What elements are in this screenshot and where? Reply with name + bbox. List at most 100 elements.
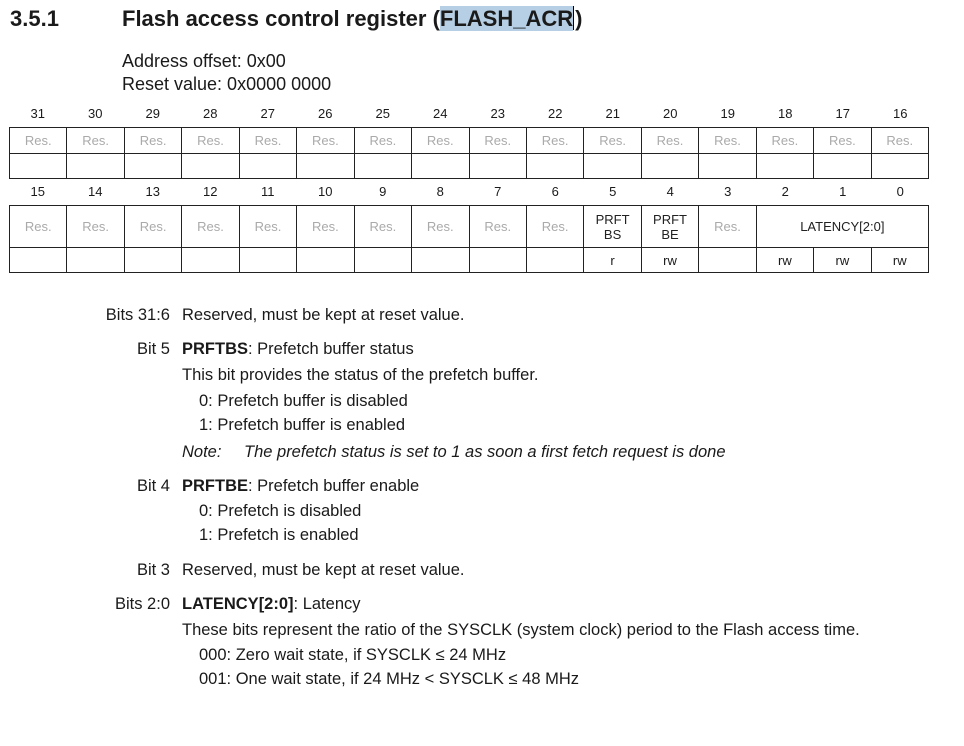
bit-number: 8 bbox=[436, 184, 444, 199]
reserved-cell: Res. bbox=[181, 127, 240, 154]
access-cell bbox=[411, 247, 470, 273]
access-cell bbox=[123, 153, 183, 179]
bit-number: 12 bbox=[203, 184, 218, 199]
bit-number: 27 bbox=[260, 106, 275, 121]
bits31-6-text: Reserved, must be kept at reset value. bbox=[182, 306, 465, 324]
access-latency-2: rw bbox=[755, 247, 815, 273]
section-number: 3.5.1 bbox=[10, 6, 59, 31]
access-cell bbox=[238, 247, 298, 273]
bit-number: 6 bbox=[551, 184, 559, 199]
field-row: Res. Res. Res. Res. Res. Res. Res. Res. … bbox=[8, 205, 930, 248]
bit-number: 31 bbox=[30, 106, 45, 121]
access-row bbox=[8, 153, 930, 179]
bit5-name: PRFTBS bbox=[182, 340, 248, 358]
field-prftbs: PRFT BS bbox=[583, 205, 642, 248]
bit5-heading: PRFTBS: Prefetch buffer status bbox=[182, 340, 414, 359]
bit-number: 7 bbox=[494, 184, 502, 199]
reserved-cell: Res. bbox=[468, 127, 527, 154]
field-prftbe-line2: BE bbox=[661, 226, 679, 242]
bits31-6-label: Bits 31:6 bbox=[105, 306, 170, 324]
bit-number: 22 bbox=[548, 106, 563, 121]
access-cell bbox=[296, 153, 355, 179]
access-cell bbox=[353, 247, 413, 273]
reserved-cell: Res. bbox=[353, 127, 413, 154]
text-cursor bbox=[573, 6, 575, 30]
bit-number: 14 bbox=[88, 184, 103, 199]
reserved-cell: Res. bbox=[525, 205, 585, 248]
bit-numbers-low: 15 14 13 12 11 10 9 8 7 6 5 4 3 2 1 0 bbox=[9, 184, 929, 199]
access-cell bbox=[238, 153, 298, 179]
reserved-cell: Res. bbox=[353, 205, 413, 248]
bit-number: 19 bbox=[720, 106, 735, 121]
bit5-note: Note:The prefetch status is set to 1 as … bbox=[182, 443, 726, 462]
access-latency-1: rw bbox=[813, 247, 872, 273]
bits2-0-label: Bits 2:0 bbox=[114, 595, 170, 613]
reserved-cell: Res. bbox=[411, 127, 470, 154]
bit-number: 28 bbox=[203, 106, 218, 121]
bit-number: 17 bbox=[835, 106, 850, 121]
bit-number: 3 bbox=[724, 184, 732, 199]
bit3-text: Reserved, must be kept at reset value. bbox=[182, 561, 465, 579]
bit4-name: PRFTBE bbox=[182, 477, 248, 495]
field-prftbs-line1: PRFT bbox=[595, 211, 630, 227]
bit-number: 2 bbox=[781, 184, 789, 199]
field-prftbs-line2: BS bbox=[603, 226, 622, 242]
bit-number: 21 bbox=[605, 106, 620, 121]
access-cell bbox=[66, 153, 125, 179]
access-cell bbox=[468, 247, 527, 273]
access-cell bbox=[296, 247, 355, 273]
bit5-label: Bit 5 bbox=[136, 340, 170, 358]
access-cell bbox=[66, 247, 125, 273]
access-cell bbox=[698, 247, 757, 273]
address-offset: Address offset: 0x00 bbox=[122, 51, 286, 71]
bits2-0-heading: LATENCY[2:0]: Latency bbox=[182, 595, 361, 614]
field-latency: LATENCY[2:0] bbox=[755, 205, 930, 248]
reserved-cell: Res. bbox=[66, 127, 125, 154]
access-cell bbox=[8, 247, 68, 273]
reserved-cell: Res. bbox=[583, 127, 642, 154]
bit4-title: : Prefetch buffer enable bbox=[248, 477, 420, 495]
access-cell bbox=[640, 153, 700, 179]
bits2-0-title: : Latency bbox=[293, 595, 361, 613]
reserved-cell: Res. bbox=[525, 127, 585, 154]
access-cell bbox=[123, 247, 183, 273]
bit-number: 16 bbox=[893, 106, 908, 121]
bit4-heading: PRFTBE: Prefetch buffer enable bbox=[182, 477, 419, 496]
access-cell bbox=[755, 153, 815, 179]
bit-number: 0 bbox=[896, 184, 904, 199]
reserved-cell: Res. bbox=[468, 205, 527, 248]
selected-register-name[interactable]: FLASH_ACR bbox=[439, 6, 574, 31]
access-cell bbox=[583, 153, 642, 179]
bit-number: 10 bbox=[318, 184, 333, 199]
access-cell bbox=[181, 153, 240, 179]
field-row: Res. Res. Res. Res. Res. Res. Res. Res. … bbox=[8, 127, 930, 154]
bit-number: 20 bbox=[663, 106, 678, 121]
bit5-title: : Prefetch buffer status bbox=[248, 340, 414, 358]
bit-number: 23 bbox=[490, 106, 505, 121]
reserved-cell: Res. bbox=[123, 127, 183, 154]
register-table-low: Res. Res. Res. Res. Res. Res. Res. Res. … bbox=[8, 205, 930, 273]
reserved-cell: Res. bbox=[8, 127, 68, 154]
field-prftbe: PRFT BE bbox=[640, 205, 700, 248]
access-row: r rw rw rw rw bbox=[8, 247, 930, 273]
bit-number: 9 bbox=[379, 184, 387, 199]
reserved-cell: Res. bbox=[123, 205, 183, 248]
bit-number: 18 bbox=[778, 106, 793, 121]
reset-value: Reset value: 0x0000 0000 bbox=[122, 74, 332, 94]
reserved-cell: Res. bbox=[755, 127, 815, 154]
access-cell bbox=[353, 153, 413, 179]
access-cell bbox=[525, 153, 585, 179]
reserved-cell: Res. bbox=[698, 205, 757, 248]
bit5-option-1: 1: Prefetch buffer is enabled bbox=[199, 416, 406, 434]
bit-number: 13 bbox=[145, 184, 160, 199]
bit-number: 29 bbox=[145, 106, 160, 121]
bit5-text: This bit provides the status of the pref… bbox=[182, 366, 539, 384]
title-prefix: Flash access control register ( bbox=[122, 6, 440, 31]
bit-number: 24 bbox=[433, 106, 448, 121]
access-cell bbox=[698, 153, 757, 179]
note-text: The prefetch status is set to 1 as soon … bbox=[244, 443, 726, 461]
reserved-cell: Res. bbox=[640, 127, 700, 154]
reserved-cell: Res. bbox=[813, 127, 872, 154]
register-table-high: Res. Res. Res. Res. Res. Res. Res. Res. … bbox=[8, 127, 930, 179]
reserved-cell: Res. bbox=[698, 127, 757, 154]
